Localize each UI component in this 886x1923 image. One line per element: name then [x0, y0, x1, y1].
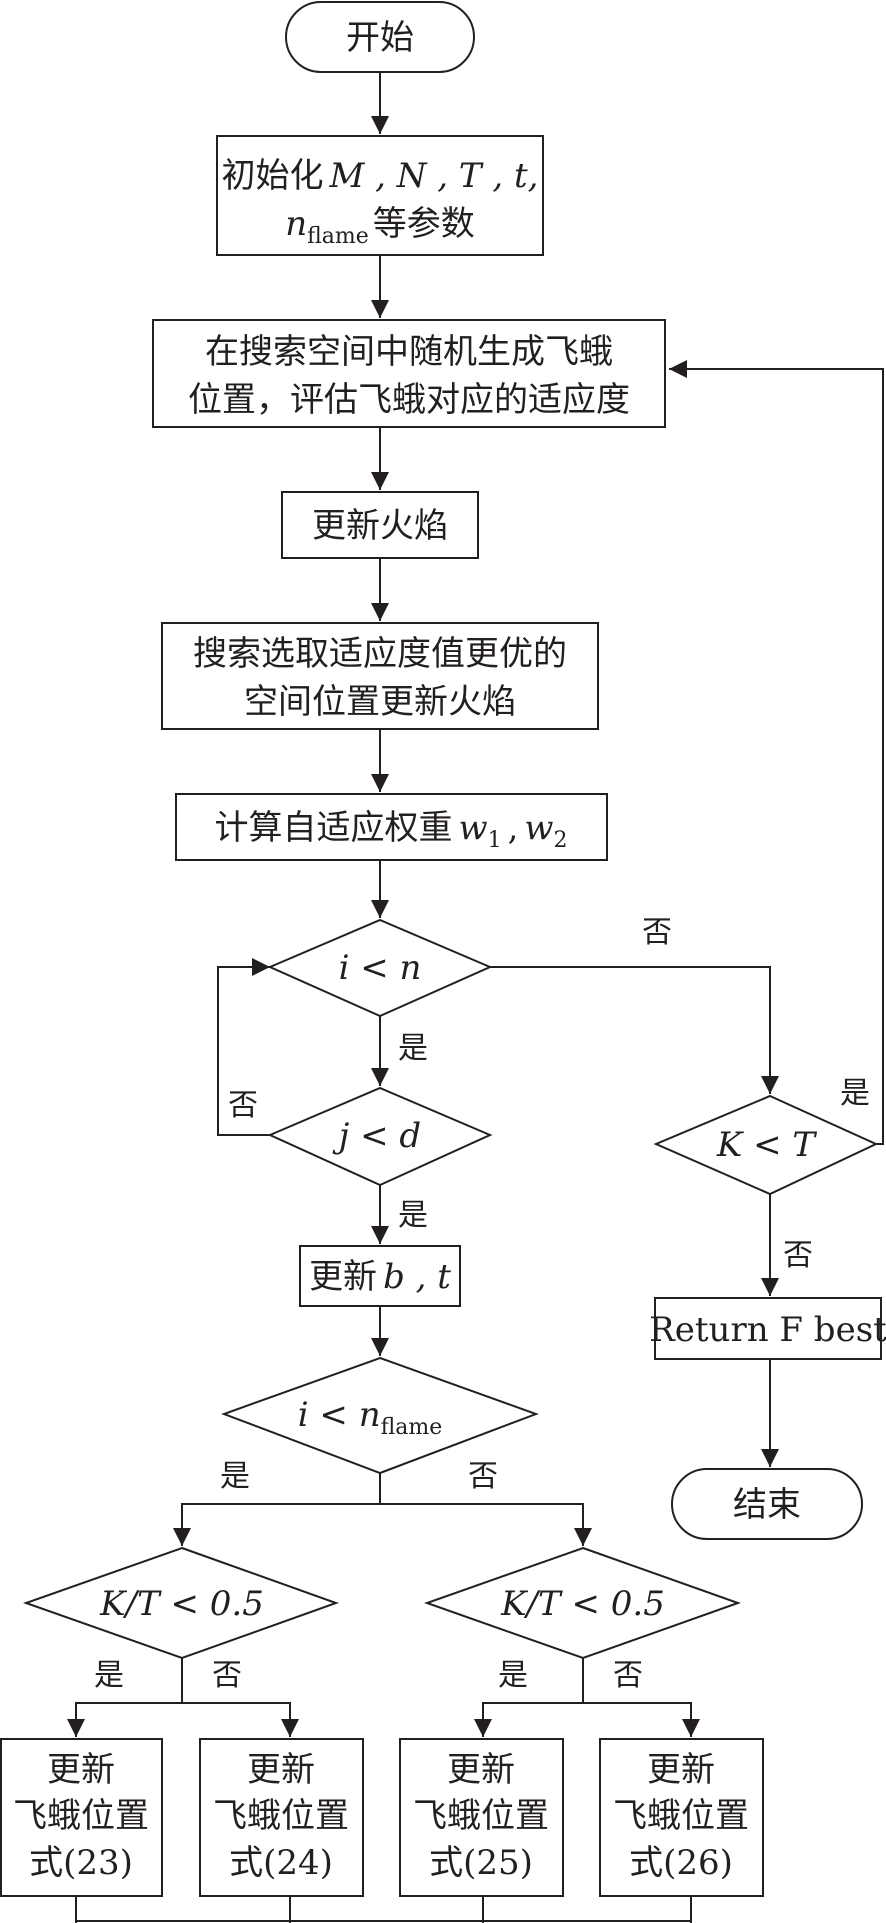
pos26-line3: 式(26) — [629, 1843, 733, 1883]
edge-ktleft-pos23-yes — [67, 1702, 182, 1737]
pos26-line2: 飞蛾位置 — [613, 1796, 749, 1836]
init-prefix: 初始化 — [222, 156, 324, 196]
cond-j-d-label: j < d — [332, 1116, 421, 1156]
pos24-line2: 飞蛾位置 — [213, 1796, 349, 1836]
weights-w1: w — [458, 808, 487, 848]
cond-nflame-label: i < nflame — [298, 1395, 443, 1440]
cond-k-t-label: K < T — [716, 1125, 818, 1165]
pos23-line2: 飞蛾位置 — [13, 1796, 149, 1836]
node-position-26: 更新 飞蛾位置 式(26) — [599, 1738, 764, 1897]
label-yes-condkt: 是 — [840, 1076, 870, 1111]
edge-condnflame-right-no — [380, 1503, 592, 1546]
update-flame-label: 更新火焰 — [312, 506, 448, 546]
init-var-n: n — [285, 204, 307, 244]
edge-labels: 否 是 否 是 是 否 是 否 是 否 是 否 — [94, 915, 870, 1693]
node-cond-i-less-n: i < n — [267, 918, 493, 1018]
edge-condkt-generate-yes — [669, 360, 884, 1145]
edge-ktleft-pos24-no — [182, 1702, 299, 1737]
update-bt-vars: b , t — [383, 1257, 451, 1297]
node-generate-moths: 在搜索空间中随机生成飞蛾 位置，评估飞蛾对应的适应度 — [152, 319, 666, 428]
node-update-flame: 更新火焰 — [281, 491, 479, 559]
search-line2: 空间位置更新火焰 — [244, 682, 516, 722]
search-line1: 搜索选取适应度值更优的 — [193, 634, 567, 674]
cond-nflame-text: i < n — [298, 1395, 381, 1435]
label-no-condjd: 否 — [228, 1088, 258, 1123]
weights-w1-sub: 1 — [488, 828, 502, 853]
weights-w2: w — [524, 808, 553, 848]
node-position-24: 更新 飞蛾位置 式(24) — [199, 1738, 364, 1897]
cond-nflame-sub: flame — [381, 1415, 443, 1440]
pos23-line3: 式(23) — [29, 1843, 133, 1883]
edge-condjd-loopback-no — [217, 958, 270, 1136]
pos25-line3: 式(25) — [429, 1843, 533, 1883]
pos25-line2: 飞蛾位置 — [413, 1796, 549, 1836]
label-no-ktleft: 否 — [212, 1658, 242, 1693]
node-start: 开始 — [285, 1, 475, 73]
node-end: 结束 — [671, 1468, 863, 1540]
label-yes-condin: 是 — [398, 1031, 428, 1066]
weights-prefix: 计算自适应权重 — [214, 808, 452, 848]
node-position-23: 更新 飞蛾位置 式(23) — [0, 1738, 163, 1897]
node-return-fbest: Return F best — [649, 1297, 886, 1360]
pos25-line1: 更新 — [447, 1750, 515, 1790]
node-cond-kt-right: K/T < 0.5 — [423, 1546, 741, 1660]
cond-i-n-label: i < n — [339, 948, 422, 988]
node-cond-kt-left: K/T < 0.5 — [22, 1546, 339, 1660]
generate-line1: 在搜索空间中随机生成飞蛾 — [205, 332, 613, 372]
init-var-sub: flame — [307, 224, 369, 249]
init-suffix: 等参数 — [373, 204, 475, 244]
connectors — [67, 72, 884, 1923]
node-cond-i-less-nflame: i < nflame — [221, 1356, 539, 1475]
edge-condin-condkt-no — [490, 966, 779, 1094]
edge-condnflame-left-yes — [173, 1503, 380, 1546]
label-yes-condnflame: 是 — [220, 1459, 250, 1494]
node-search-select: 搜索选取适应度值更优的 空间位置更新火焰 — [161, 622, 599, 730]
pos24-line1: 更新 — [247, 1750, 315, 1790]
init-vars: M , N , T , t, — [329, 156, 539, 196]
return-fbest-label: Return F best — [649, 1310, 886, 1350]
label-yes-condjd: 是 — [398, 1198, 428, 1233]
cond-kt-right-label: K/T < 0.5 — [500, 1584, 665, 1624]
pos26-line1: 更新 — [647, 1750, 715, 1790]
label-no-ktright: 否 — [613, 1658, 643, 1693]
label-yes-ktright: 是 — [498, 1658, 528, 1693]
start-label: 开始 — [346, 18, 414, 58]
label-no-condnflame: 否 — [468, 1459, 498, 1494]
label-no-condin: 否 — [642, 915, 672, 950]
end-label: 结束 — [733, 1485, 801, 1525]
cond-kt-left-label: K/T < 0.5 — [99, 1584, 264, 1624]
edge-ktright-pos25-yes — [474, 1702, 583, 1737]
weights-sep: , — [508, 808, 519, 848]
node-cond-j-less-d: j < d — [267, 1086, 493, 1187]
edge-bottom-merge — [75, 1896, 692, 1923]
node-cond-k-less-t: K < T — [653, 1094, 879, 1196]
label-yes-ktleft: 是 — [94, 1658, 124, 1693]
pos23-line1: 更新 — [47, 1750, 115, 1790]
pos24-line3: 式(24) — [229, 1843, 333, 1883]
weights-w2-sub: 2 — [554, 828, 568, 853]
node-position-25: 更新 飞蛾位置 式(25) — [399, 1738, 564, 1897]
generate-line2: 位置，评估飞蛾对应的适应度 — [188, 380, 630, 420]
edge-ktright-pos26-no — [583, 1702, 700, 1737]
update-bt-prefix: 更新 — [309, 1257, 377, 1297]
label-no-condkt: 否 — [783, 1238, 813, 1273]
